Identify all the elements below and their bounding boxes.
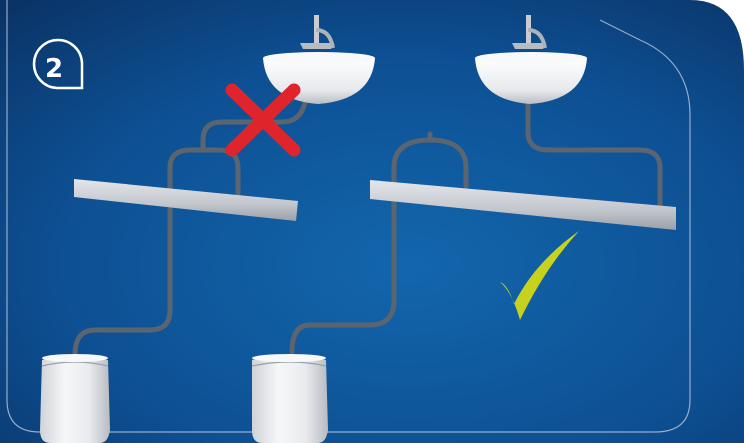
pump-unit-incorrect — [40, 354, 110, 443]
panel-incorrect — [40, 15, 375, 443]
drain-pipe-incorrect — [72, 100, 308, 358]
step-badge: 2 — [32, 38, 84, 90]
panel-correct — [251, 15, 676, 443]
cross-icon — [225, 83, 301, 157]
pump-unit-correct — [251, 354, 328, 443]
washbasin-correct — [475, 15, 587, 104]
frame-line — [6, 0, 691, 433]
step-number: 2 — [45, 54, 63, 84]
beam-correct — [370, 180, 676, 230]
beam-incorrect — [74, 179, 298, 221]
check-icon — [500, 231, 579, 320]
drain-pipe-correct — [289, 102, 663, 355]
